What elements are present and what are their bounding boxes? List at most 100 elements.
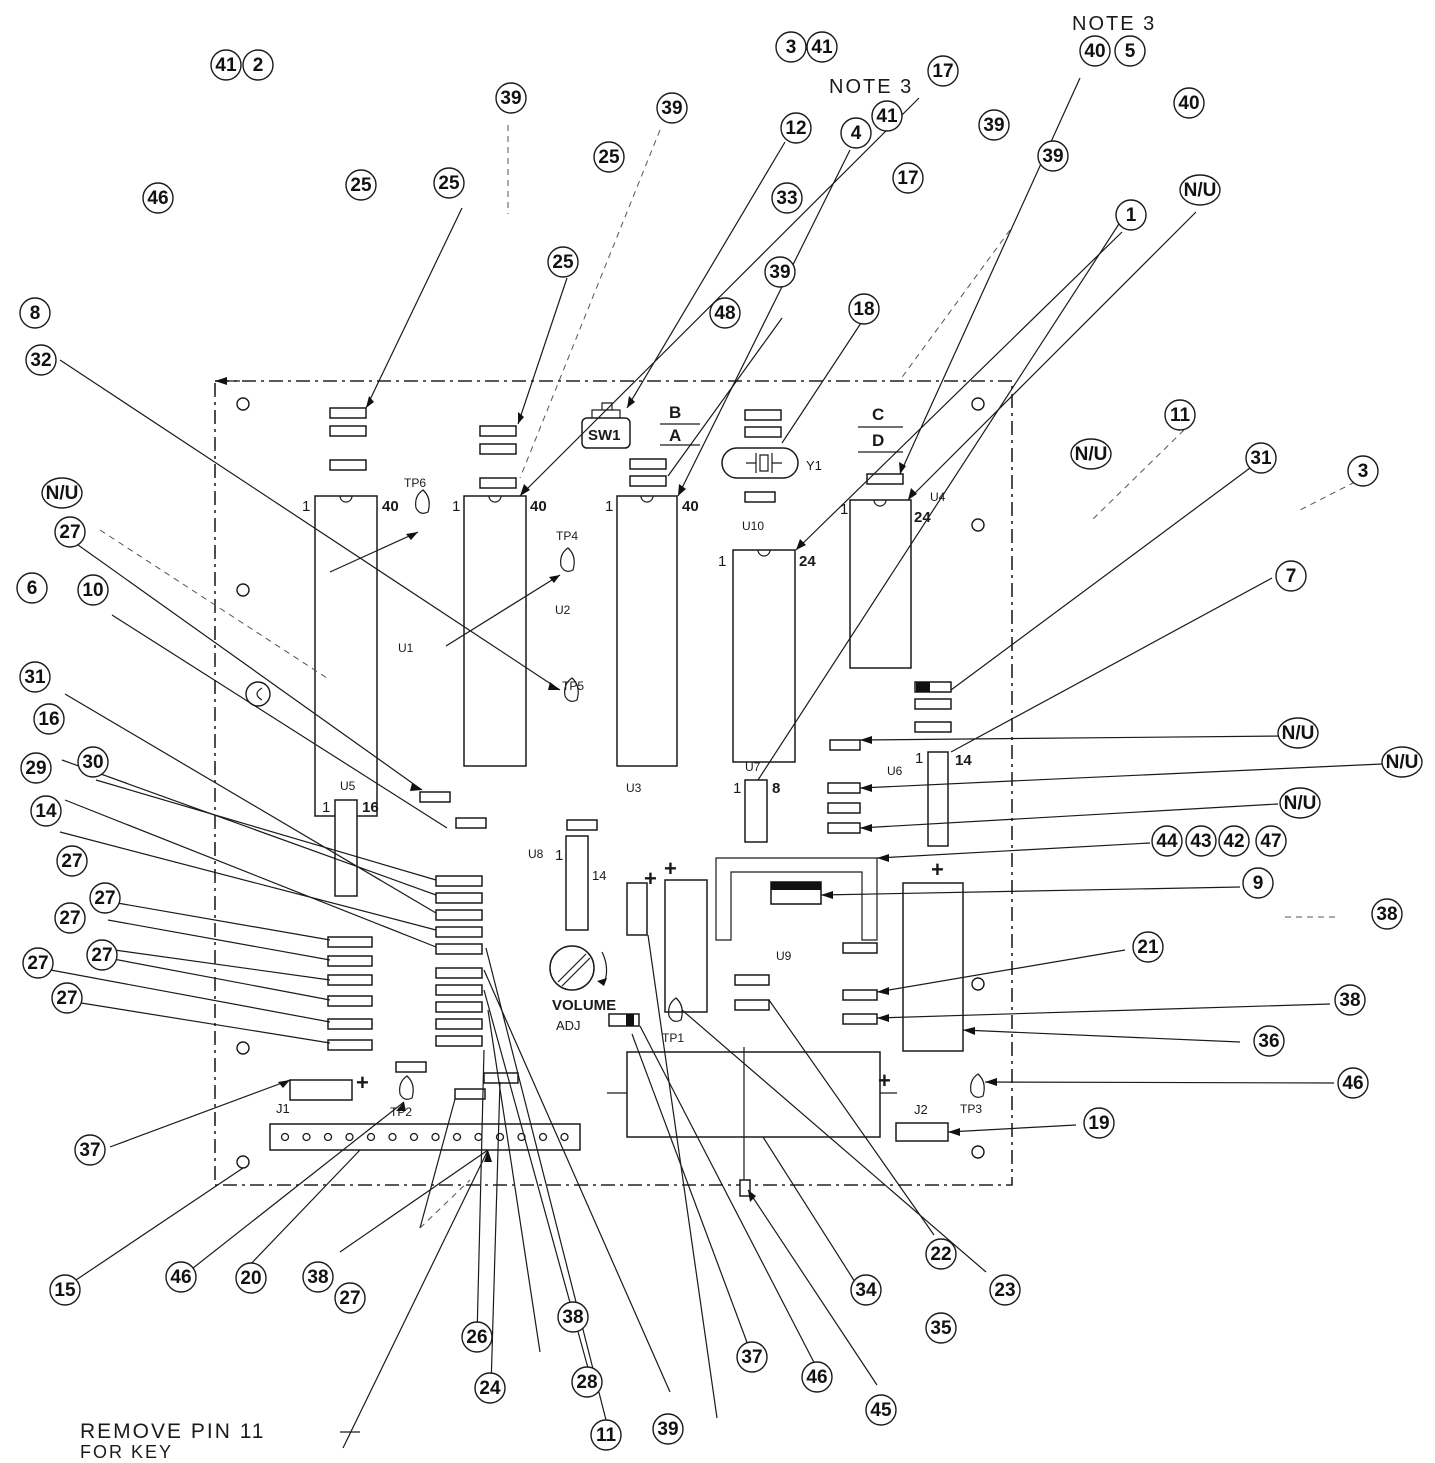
callout-number: 2 [253,55,264,76]
callout-circle [1255,825,1287,857]
callout-circle [345,169,377,201]
pin1-label: 1 [605,498,613,515]
callout-number: 29 [25,758,46,779]
callout-c16: 25 [433,167,465,199]
j1-label: J1 [276,1101,290,1116]
ic-label-u9: U9 [776,949,792,963]
callout-circle [1218,825,1250,857]
callout-circle [1179,174,1221,206]
callout-circle [978,109,1010,141]
callout-circle [1132,931,1164,963]
callout-number: N/U [1282,723,1315,744]
callout-number: 3 [1358,461,1369,482]
callout-circle [571,1366,603,1398]
callout-number: 48 [714,303,735,324]
callout-circle [709,297,741,329]
pin1-label: 1 [555,847,563,864]
pin1-label: 1 [452,498,460,515]
callout-c2: 2 [242,49,274,81]
callout-number: 12 [785,118,806,139]
callout-circle [1337,1067,1369,1099]
callout-number: 25 [552,252,574,273]
callout-number: 16 [38,709,59,730]
callout-c5: 40 [1079,35,1111,67]
callout-circle [1115,199,1147,231]
callout-number: 19 [1088,1113,1109,1134]
callout-c4: 41 [806,31,838,63]
callout-c72: 38 [557,1301,589,1333]
callout-number: 21 [1137,937,1159,958]
callout-c40: 27 [89,882,121,914]
callout-c29: 32 [25,344,57,376]
callout-number: 30 [82,752,103,773]
callout-c19: 39 [978,109,1010,141]
callout-c46: N/U [1070,438,1112,470]
callout-number: 20 [240,1268,261,1289]
callout-c24: 25 [547,246,579,278]
callout-number: 37 [79,1140,100,1161]
ic-label-u5: U5 [340,779,356,793]
ic-label-u7: U7 [745,760,761,774]
switch-sw1: SW1 [581,402,631,449]
ic-u1: U1 1 40 [302,495,414,817]
tp4-label: TP4 [556,529,578,543]
callout-number: 44 [1156,831,1178,852]
callout-number: 6 [27,578,38,599]
callout-c62: 46 [1337,1067,1369,1099]
j1-pin [538,1132,548,1142]
dashed-lines [99,125,1356,1229]
callout-c15: 25 [345,169,377,201]
ic-label-u1: U1 [398,641,414,655]
callout-circle [780,112,812,144]
callout-circle [865,1394,897,1426]
callout-c25: 39 [764,256,796,288]
j1-pin [495,1132,505,1142]
callout-circle [461,1321,493,1353]
pin24-label: 24 [799,553,816,570]
ic-u2: U2 1 40 [452,495,571,767]
callout-circle [210,49,242,81]
callout-number: 9 [1253,873,1264,894]
callout-number: 33 [776,188,797,209]
callout-c38: 14 [30,795,62,827]
callout-c6: 5 [1114,35,1146,67]
crystal-y1: Y1 [721,447,822,479]
callout-number: 22 [930,1244,951,1265]
callout-c18: 17 [892,162,924,194]
callout-circle [771,182,803,214]
callout-number: 39 [657,1419,678,1440]
callout-number: N/U [46,483,79,504]
callout-c54: 43 [1185,825,1217,857]
callout-c27: 18 [848,293,880,325]
callout-circle [590,1419,622,1451]
j1-pin [452,1132,462,1142]
callout-circle [1381,746,1423,778]
plus-mark: + [931,857,944,882]
callout-circle [547,246,579,278]
callout-c21: 40 [1173,87,1205,119]
callout-circle [33,703,65,735]
volume-potentiometer: VOLUME ADJ [549,945,640,1033]
ic-label-u8: U8 [528,847,544,861]
callout-c69: 27 [334,1282,366,1314]
callout-c36: 29 [20,752,52,784]
callout-c78: 45 [865,1394,897,1426]
callout-c64: 37 [74,1134,106,1166]
c-marking [245,681,271,707]
callout-number: 25 [438,173,460,194]
callout-circle [165,1261,197,1293]
callout-number: 36 [1258,1031,1279,1052]
callout-circle [302,1261,334,1293]
callout-c11: 39 [656,92,688,124]
callout-c28: 8 [19,297,51,329]
callout-c33: 10 [77,574,109,606]
callout-c44: 27 [51,982,83,1014]
callout-c53: 44 [1151,825,1183,857]
plus-mark: + [878,1068,891,1093]
callout-circle [840,117,872,149]
mounting-holes [236,397,985,1169]
tp3-label: TP3 [960,1102,982,1116]
callout-circle [656,92,688,124]
callout-circle [1253,1025,1285,1057]
